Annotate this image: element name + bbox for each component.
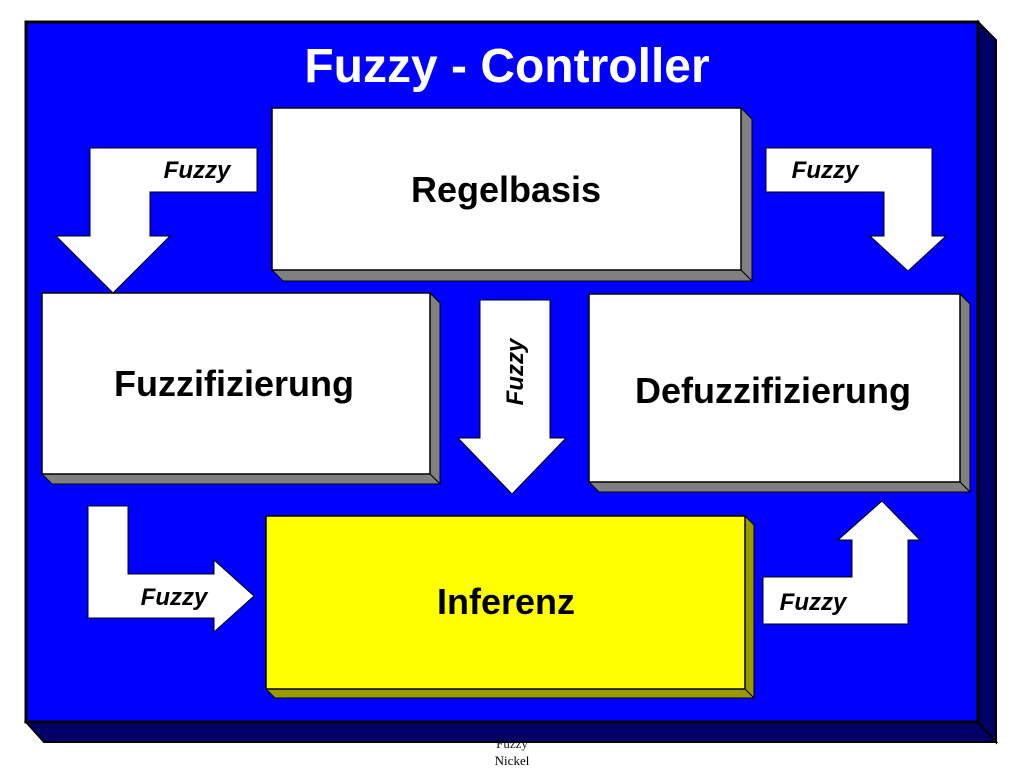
inferenz-box: Inferenz [264,514,756,700]
arrow-bottom-left-label: Fuzzy [141,584,209,611]
arrow-bottom-right-label: Fuzzy [780,589,848,616]
arrow-top-right-label: Fuzzy [792,157,860,184]
diagram-title: Fuzzy - Controller [304,40,709,93]
defuzzifizierung-label: Defuzzifizierung [635,370,911,411]
arrow-top-right: Fuzzy [765,147,948,272]
footer-line-1: Fuzzy [496,736,528,751]
inferenz-label: Inferenz [437,581,575,622]
arrow-top-left-label: Fuzzy [164,157,232,184]
panel-depth-right [977,19,997,745]
defuzzifizierung-box: Defuzzifizierung [587,292,972,494]
arrow-center: Fuzzy [456,299,568,495]
arrow-bottom-right: Fuzzy [762,500,922,625]
arrow-top-left: Fuzzy [54,147,258,294]
fuzzifizierung-label: Fuzzifizierung [114,363,354,404]
regelbasis-label: Regelbasis [411,169,601,210]
footer-line-2: Nickel [494,753,530,768]
arrow-center-label: Fuzzy [502,337,529,405]
arrow-bottom-left: Fuzzy [87,505,255,634]
regelbasis-box: Regelbasis [270,106,754,283]
fuzzifizierung-box: Fuzzifizierung [40,291,442,486]
